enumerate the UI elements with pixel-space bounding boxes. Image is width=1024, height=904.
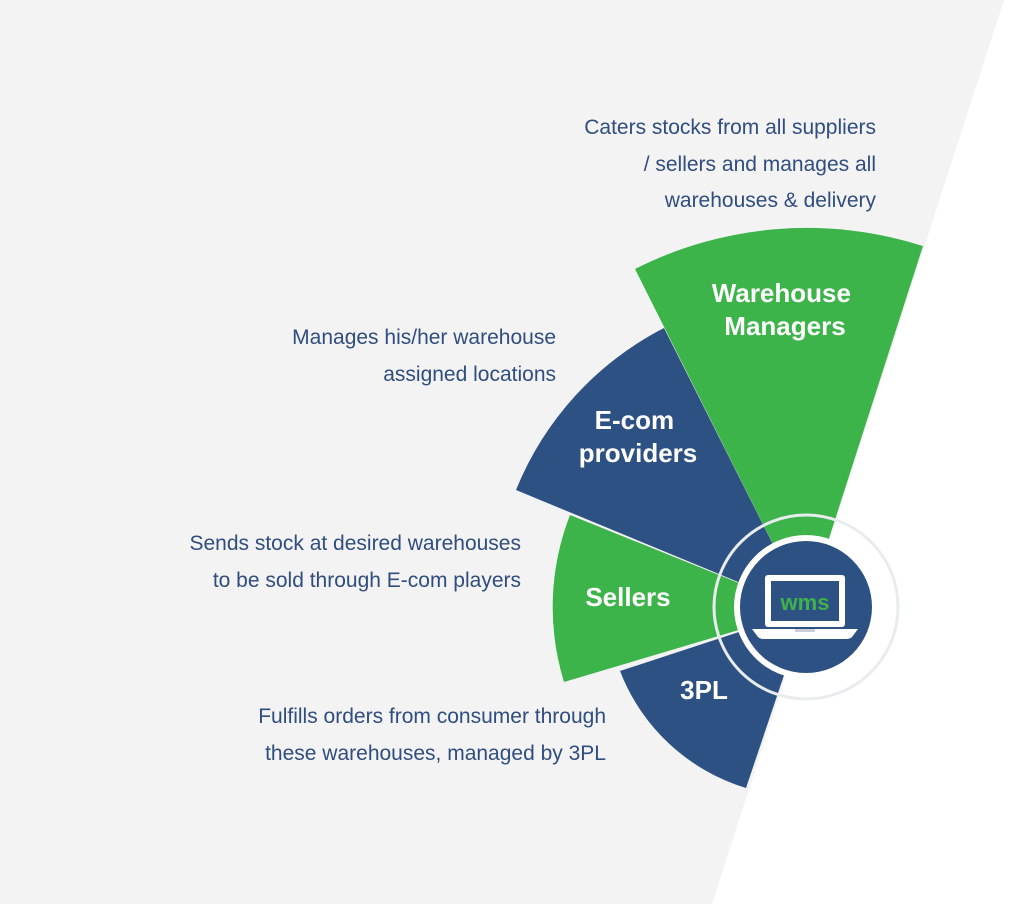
description-line: Caters stocks from all suppliers: [584, 116, 876, 139]
wms-logo-text: wms: [780, 590, 830, 615]
segment-label-ecom-providers: E-com providers: [579, 405, 698, 468]
description-line: Sends stock at desired warehouses: [189, 532, 521, 555]
laptop-icon: [752, 575, 858, 639]
description-ecom-providers: Manages his/her warehouse assigned locat…: [292, 320, 556, 393]
wms-hub: wms: [712, 513, 900, 701]
description-line: Fulfills orders from consumer through: [258, 705, 606, 728]
label-line: Warehouse: [712, 278, 851, 308]
hub-outer-ring: [712, 513, 900, 701]
segment-label-sellers: Sellers: [585, 582, 670, 612]
description-warehouse-managers: Caters stocks from all suppliers / selle…: [584, 110, 876, 220]
segment-sellers: [552, 515, 806, 682]
description-line: / sellers and manages all: [643, 152, 876, 176]
description-line: warehouses & delivery: [664, 189, 876, 212]
label-line: providers: [579, 438, 698, 468]
description-3pl: Fulfills orders from consumer through th…: [258, 699, 606, 772]
description-line: to be sold through E-com players: [212, 568, 521, 592]
segment-ecom-providers: [516, 328, 806, 610]
segment-label-warehouse-managers: Warehouse Managers: [712, 278, 858, 341]
label-line: Managers: [724, 311, 845, 341]
description-line: assigned locations: [383, 362, 556, 386]
segment-warehouse-managers: [635, 227, 923, 610]
description-sellers: Sends stock at desired warehouses to be …: [189, 526, 521, 599]
description-line: these warehouses, managed by 3PL: [265, 741, 606, 765]
description-line: Manages his/her warehouse: [292, 326, 556, 349]
label-line: E-com: [595, 405, 674, 435]
segment-label-3pl: 3PL: [680, 675, 728, 705]
